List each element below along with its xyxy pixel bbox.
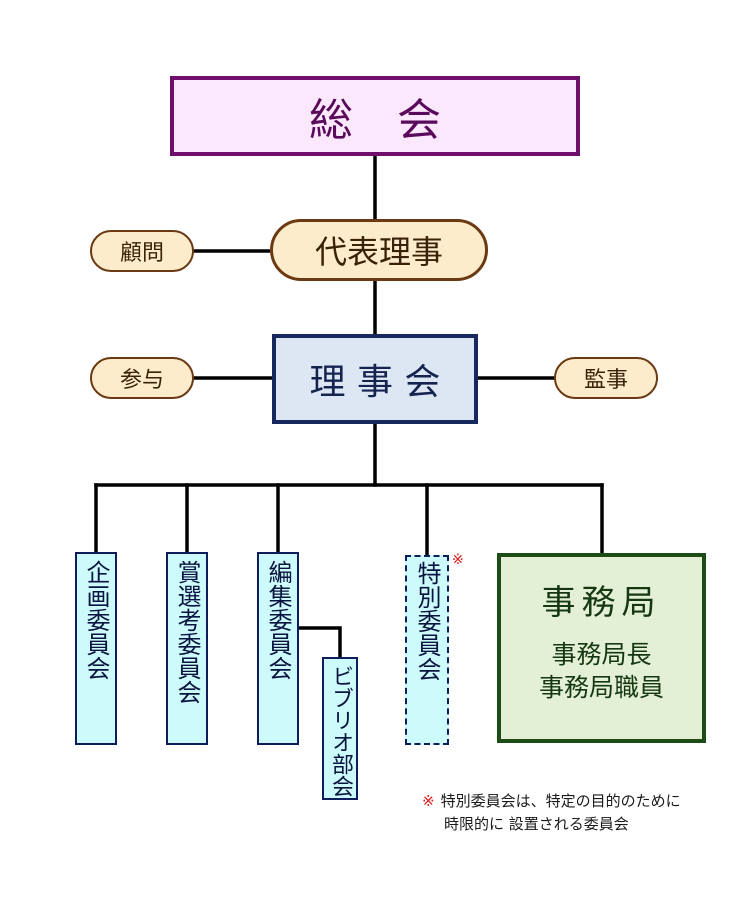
secretariat-title: 事務局 xyxy=(541,583,662,623)
auditor-box: 監事 xyxy=(554,357,658,399)
board-box: 理 事 会 xyxy=(272,334,478,424)
board-label: 理 事 会 xyxy=(309,362,441,403)
award-committee-label: 賞選考委員会 xyxy=(173,560,201,704)
general-meeting-label: 総 会 xyxy=(309,95,441,146)
footnote-text-1: 特別委員会は、特定の目的のために xyxy=(440,792,681,810)
biblio-subcommittee-box: ビブリオ部会 xyxy=(322,657,358,800)
planning-committee-label: 企画委員会 xyxy=(82,560,110,680)
planning-committee-box: 企画委員会 xyxy=(75,552,117,745)
footnote-line-1: ※ 特別委員会は、特定の目的のために xyxy=(422,790,681,813)
editorial-committee-label: 編集委員会 xyxy=(264,560,292,680)
advisor-label: 顧問 xyxy=(119,241,164,266)
auditor-label: 監事 xyxy=(583,368,628,393)
counselor-box: 参与 xyxy=(90,357,194,399)
counselor-label: 参与 xyxy=(119,368,164,393)
footnote: ※ 特別委員会は、特定の目的のために 時限的に 設置される委員会 xyxy=(422,790,681,836)
editorial-committee-box: 編集委員会 xyxy=(257,552,299,745)
representative-director-box: 代表理事 xyxy=(270,219,488,281)
footnote-line-2: 時限的に 設置される委員会 xyxy=(444,815,629,833)
biblio-subcommittee-label: ビブリオ部会 xyxy=(328,665,353,797)
advisor-box: 顧問 xyxy=(90,230,194,272)
general-meeting-box: 総 会 xyxy=(170,76,580,156)
footnote-mark: ※ xyxy=(422,792,435,810)
secretariat-member: 事務局長 xyxy=(551,640,652,669)
secretariat-box: 事務局 事務局長 事務局職員 xyxy=(497,553,706,743)
special-committee-box: 特別委員会 xyxy=(405,555,449,745)
award-committee-box: 賞選考委員会 xyxy=(166,552,208,745)
special-committee-label: 特別委員会 xyxy=(413,561,441,681)
special-committee-mark: ※ xyxy=(452,552,464,568)
secretariat-member: 事務局職員 xyxy=(538,673,664,702)
line-editorial-to-biblio xyxy=(297,626,342,659)
representative-director-label: 代表理事 xyxy=(314,233,443,271)
